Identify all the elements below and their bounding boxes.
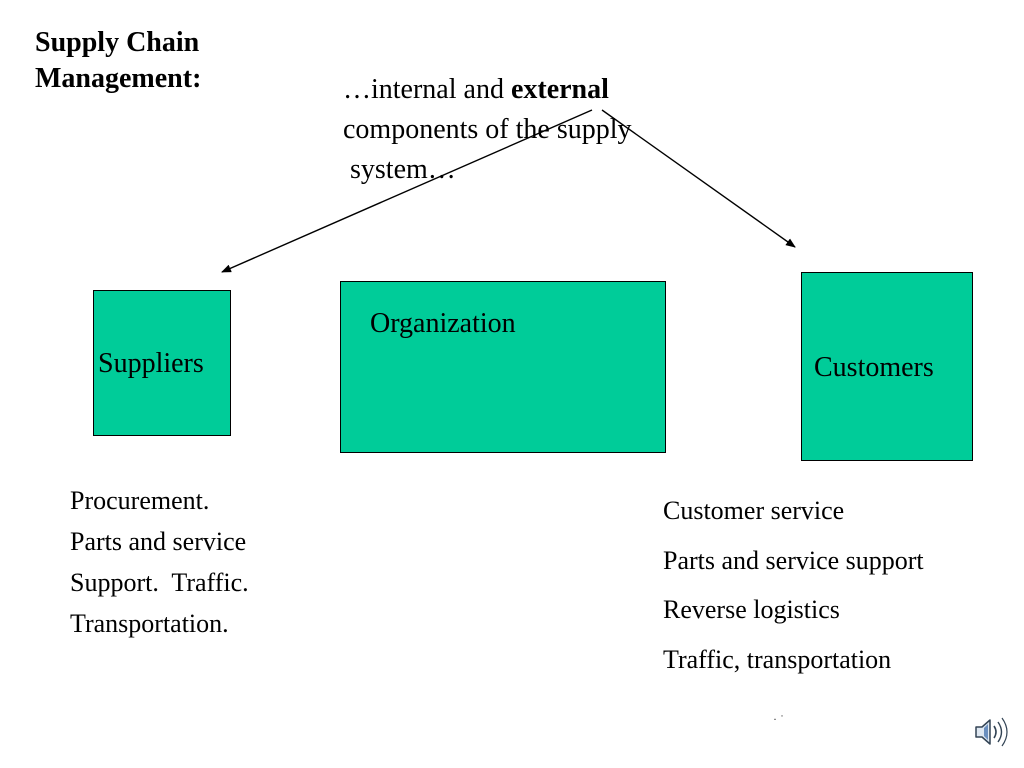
customers-label: Customers (814, 352, 934, 383)
title-line-2: Management: (35, 63, 202, 94)
stray-dots: · ˙ (773, 712, 784, 726)
list-item: Customer service (663, 496, 845, 525)
title-line-1: Supply Chain (35, 27, 200, 58)
organization-box: Organization (340, 281, 666, 453)
list-item: Procurement. (70, 486, 210, 515)
list-item: Parts and service support (663, 545, 924, 575)
speaker-icon[interactable] (972, 714, 1012, 750)
caption-line-1: …internal and external (343, 70, 743, 110)
caption-line-2: components of the supply (343, 114, 632, 145)
customers-box: Customers (801, 272, 973, 461)
caption: …internal and external components of the… (343, 70, 743, 190)
list-item: Reverse logistics (663, 595, 840, 624)
list-item: Support. Traffic. (70, 568, 249, 597)
page-title: Supply Chain Management: (35, 25, 295, 97)
caption-line-3: system… (343, 154, 456, 185)
customer-activities-list: Customer service Parts and service suppo… (663, 486, 924, 684)
list-item: Traffic, transportation (663, 644, 892, 674)
suppliers-box: Suppliers (93, 290, 231, 436)
list-item: Transportation. (70, 609, 229, 638)
caption-bold-word: external (510, 74, 609, 105)
supplier-activities-list: Procurement. Parts and service Support. … (70, 480, 249, 644)
organization-label: Organization (370, 308, 516, 339)
suppliers-label: Suppliers (98, 348, 204, 379)
caption-text-1: …internal and (343, 74, 511, 105)
list-item: Parts and service (70, 527, 247, 556)
